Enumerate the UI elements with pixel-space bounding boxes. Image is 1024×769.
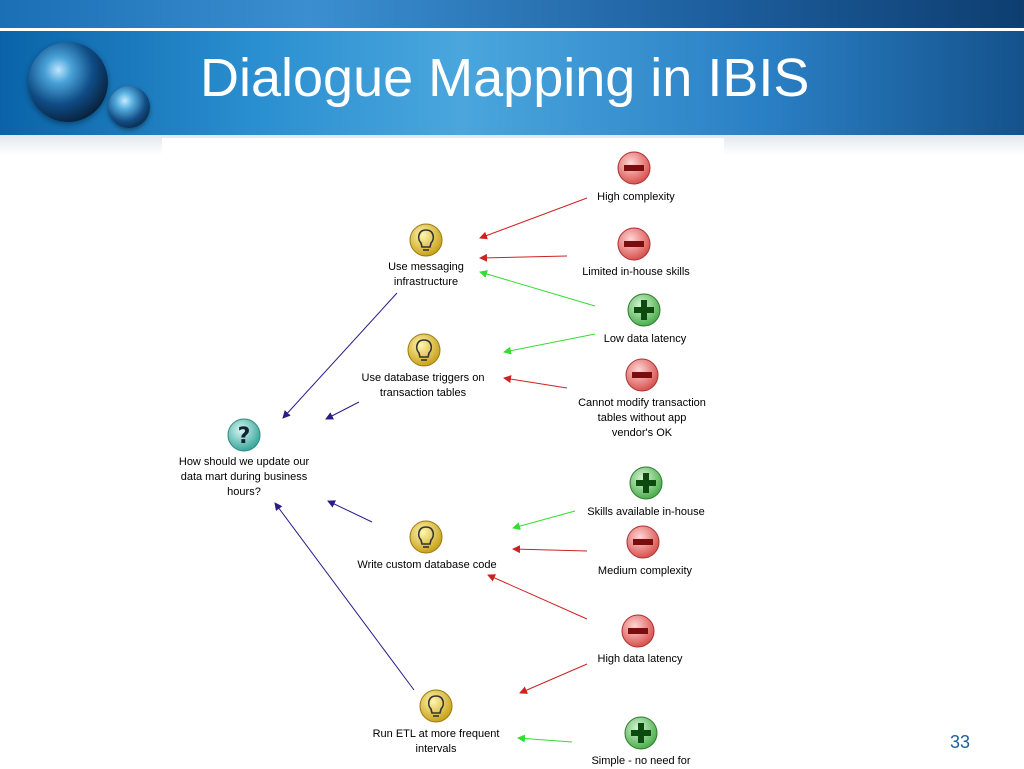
minus-icon xyxy=(617,227,651,261)
page-number: 33 xyxy=(949,732,970,752)
link-medium-complexity xyxy=(512,545,588,554)
lightbulb-icon xyxy=(407,333,441,367)
con-limited-skills-label: Limited in-house skills xyxy=(582,266,690,278)
minus-icon xyxy=(626,525,660,559)
header-top-band xyxy=(0,0,1024,28)
globe-logo-icon xyxy=(28,42,108,122)
ibis-diagram: ? xyxy=(162,138,724,768)
con-cannot-modify-label: Cannot modify transaction tables without… xyxy=(578,397,706,439)
lightbulb-icon xyxy=(419,689,453,723)
link-simple xyxy=(517,734,573,743)
plus-icon xyxy=(624,716,658,750)
minus-icon xyxy=(621,614,655,648)
plus-icon xyxy=(627,293,661,327)
link-cannot-modify xyxy=(503,375,568,389)
idea-custom-label: Write custom database code xyxy=(357,559,497,571)
minus-icon xyxy=(625,358,659,392)
small-globe-logo-icon xyxy=(108,86,150,128)
con-medium-complexity-label: Medium complexity xyxy=(597,565,693,577)
idea-etl-label: Run ETL at more frequent intervals xyxy=(372,728,500,755)
lightbulb-icon xyxy=(409,223,443,257)
diagram-canvas: ? xyxy=(227,151,663,750)
link-high-complexity xyxy=(479,197,588,240)
link-limited-skills xyxy=(479,253,568,262)
pro-skills-available-label: Skills available in-house xyxy=(587,506,705,518)
link-custom-question xyxy=(327,500,373,523)
idea-triggers-label: Use database triggers on transaction tab… xyxy=(361,372,485,399)
con-high-complexity-label: High complexity xyxy=(597,191,675,203)
minus-icon xyxy=(617,151,651,185)
svg-text:?: ? xyxy=(238,424,251,449)
lightbulb-icon xyxy=(409,520,443,554)
plus-icon xyxy=(629,466,663,500)
slide-header: Dialogue Mapping in IBIS xyxy=(0,0,1024,135)
header-divider xyxy=(0,28,1024,31)
question-icon: ? xyxy=(227,418,261,452)
pro-low-latency-label: Low data latency xyxy=(603,333,687,345)
link-low-latency-messaging xyxy=(479,270,596,307)
link-etl-question xyxy=(274,502,415,691)
link-messaging-question xyxy=(282,292,398,419)
link-triggers-question xyxy=(325,401,360,420)
link-high-latency-custom xyxy=(487,574,588,620)
con-high-latency-label: High data latency xyxy=(597,653,683,665)
pro-simple-label: Simple - no need for xyxy=(591,755,691,767)
link-skills-available xyxy=(512,510,576,531)
idea-messaging-label: Use messaging infrastructure xyxy=(388,261,464,288)
slide-title: Dialogue Mapping in IBIS xyxy=(200,48,810,108)
link-high-latency-etl xyxy=(519,663,588,694)
link-low-latency-triggers xyxy=(503,333,596,355)
question-label: How should we update our data mart durin… xyxy=(178,456,310,498)
